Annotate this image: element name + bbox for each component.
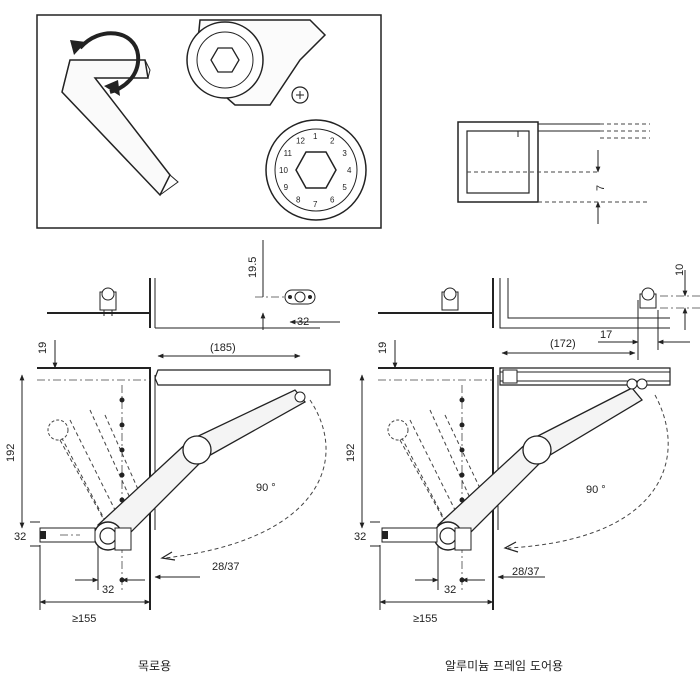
dim-19: 19 (37, 342, 49, 354)
dim-32-side-right: 32 (354, 531, 366, 543)
rotate-arrow-icon (70, 31, 141, 96)
dial-digit: 1 (313, 132, 318, 141)
dial-digit: 10 (279, 166, 288, 175)
dial-digit: 6 (330, 195, 335, 204)
dim-32-bottom-right: 32 (444, 584, 456, 596)
dim-32-bottom: 32 (102, 584, 114, 596)
hinge-arm-right (433, 378, 648, 551)
dial-digit: 12 (296, 137, 305, 146)
dial-digit: 3 (342, 149, 347, 158)
dim-155-right: ≥155 (413, 613, 437, 625)
aluminum-profile-section: 7 (457, 121, 650, 224)
base-bolt-icon-right (381, 527, 438, 543)
hinge-arm-left (93, 389, 307, 551)
dim-28-37: 28/37 (212, 561, 240, 573)
left-hinge-diagram: 19.5 32 19 192 (185) (5, 240, 340, 625)
dim-28-37-right: 28/37 (512, 566, 540, 578)
dim-155: ≥155 (72, 613, 96, 625)
dim-19-5: 19.5 (247, 257, 259, 278)
dim-7: 7 (595, 185, 607, 191)
dial-digit: 4 (347, 166, 352, 175)
plate-screw-icon-right (639, 287, 657, 309)
caption-aluminum: 알루미늄 프레임 도어용 (445, 659, 564, 673)
dim-10: 10 (674, 264, 686, 276)
dial-digit: 7 (313, 200, 318, 209)
dial-digit: 5 (342, 183, 347, 192)
base-bolt-icon (39, 527, 96, 543)
dim-32-top: 32 (297, 316, 309, 328)
plate-screw-icon (284, 289, 316, 305)
angle-90: 90 ° (256, 482, 276, 494)
dim-192-right: 192 (345, 444, 357, 462)
dial-digit: 9 (284, 183, 289, 192)
dial-digit: 2 (330, 137, 335, 146)
dim-19-right: 19 (377, 342, 389, 354)
arm-dial-top (186, 19, 327, 106)
angle-90-right: 90 ° (586, 484, 606, 496)
dim-172: (172) (550, 338, 576, 350)
mount-screw-icon (99, 287, 117, 316)
right-hinge-diagram: 10 17 19 192 (172) (345, 264, 700, 625)
hex-key-icon (61, 59, 179, 197)
dim-17: 17 (600, 329, 612, 341)
dial-digit: 11 (284, 149, 293, 158)
dim-185: (185) (210, 342, 236, 354)
dim-32-side: 32 (14, 531, 26, 543)
mount-screw-icon-right (441, 287, 459, 311)
caption-wood: 목로용 (138, 659, 172, 673)
dim-192: 192 (5, 444, 17, 462)
dial-digit: 8 (296, 195, 301, 204)
